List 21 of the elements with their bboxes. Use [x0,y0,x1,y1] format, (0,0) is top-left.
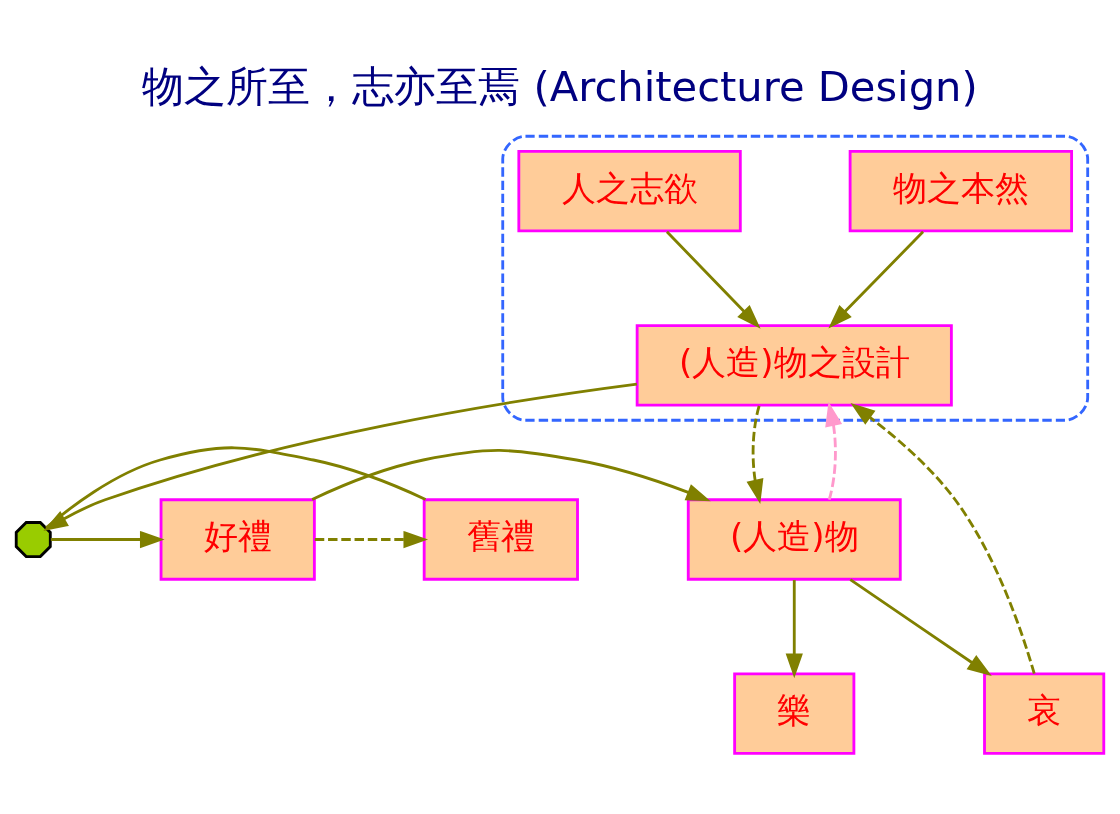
node-box: 好禮 [159,498,316,581]
node-box: 物之本然 [848,150,1073,233]
node-box: (人造)物 [686,498,902,581]
arrow [825,401,843,501]
arrow [746,405,764,504]
node-box: 樂 [733,672,856,755]
node-box: (人造)物之設計 [635,324,953,407]
arrow [311,449,711,502]
arrow [314,530,429,549]
node-box: 哀 [983,672,1106,755]
arrow [785,580,803,679]
arrow [665,230,761,329]
node-box: 舊禮 [422,498,579,581]
cluster [501,134,1090,422]
node-box: 人之志欲 [517,150,742,233]
node-octagon [14,521,52,558]
diagram-title: 物之所至，志亦至焉 (Architecture Design) [142,62,978,112]
arrow [50,530,165,549]
arrow [849,578,992,677]
arrow [850,403,1036,675]
arrow [828,230,925,329]
